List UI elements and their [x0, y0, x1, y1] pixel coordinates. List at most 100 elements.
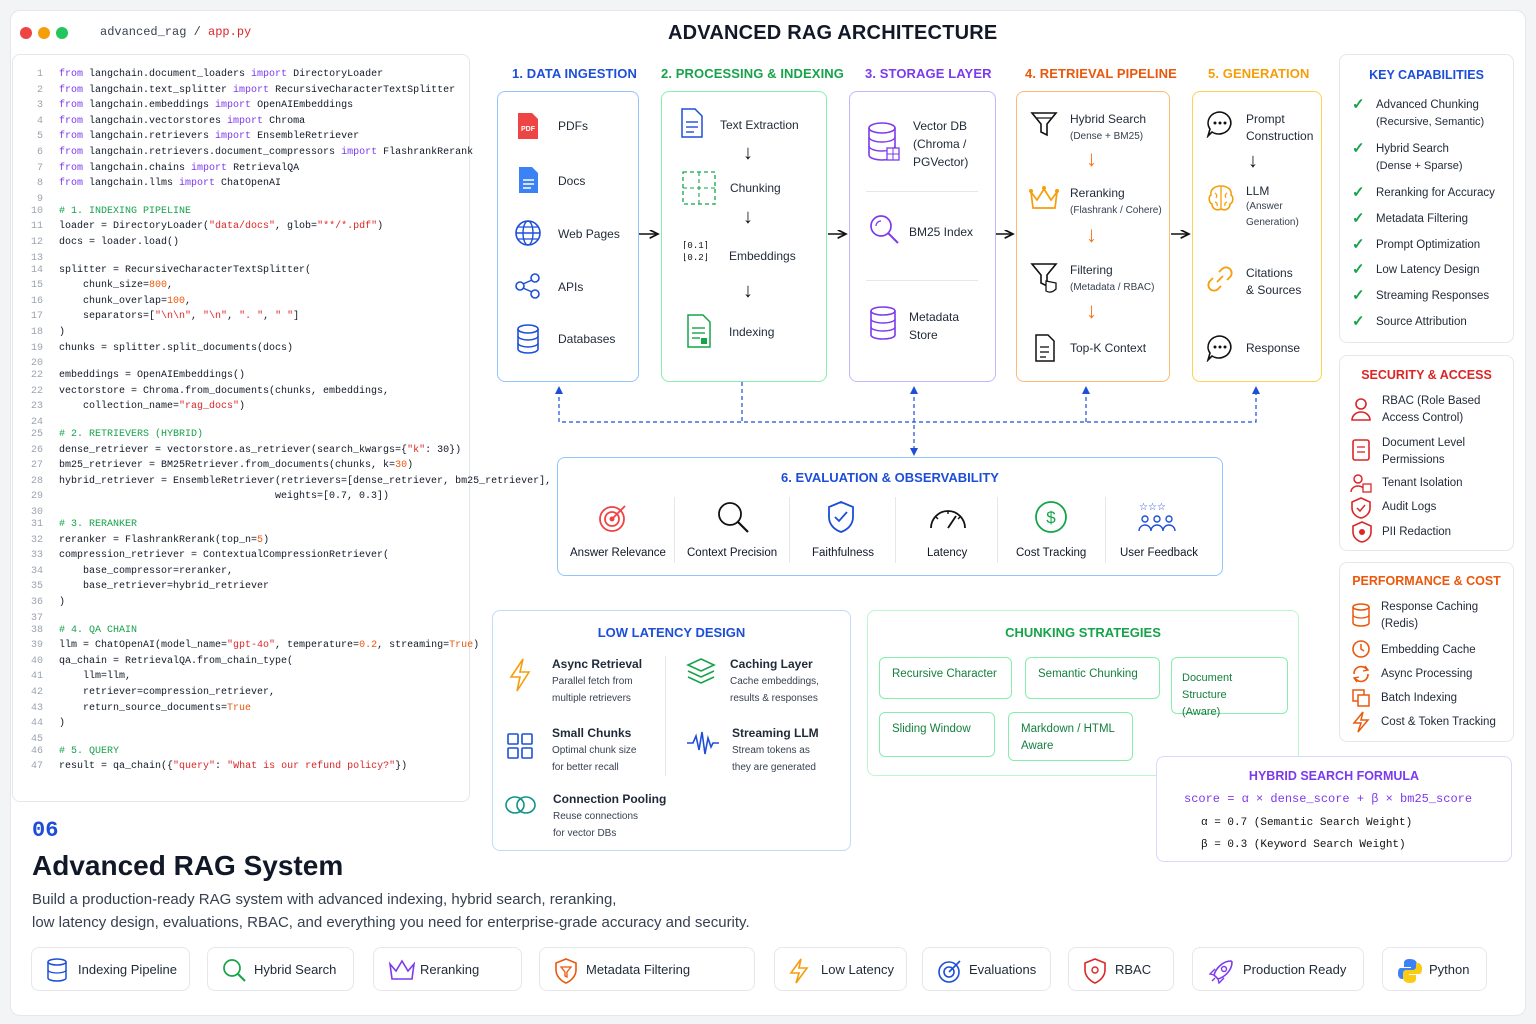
citations-line: Citations	[1246, 266, 1293, 280]
code-line: 41 llm=llm,	[13, 671, 131, 686]
capabilities-panel[interactable]: KEY CAPABILITIES	[1339, 54, 1514, 343]
minimize-dot[interactable]	[38, 27, 50, 39]
tag-label: Hybrid Search	[254, 961, 337, 977]
code-line: 43 return_source_documents=True	[13, 703, 251, 718]
python-icon	[1397, 958, 1423, 987]
indexing-icon	[686, 314, 712, 353]
doc-icon	[518, 166, 540, 199]
chunk-sliding[interactable]: Sliding Window	[879, 712, 995, 757]
file-path: advanced_rag / app.py	[100, 25, 251, 39]
line-number: 20	[30, 358, 43, 370]
line-number: 40	[30, 655, 43, 667]
processing-item: Text Extraction	[720, 118, 799, 132]
line-number: 15	[30, 280, 43, 292]
async-icon	[1351, 664, 1371, 689]
tag-rbac[interactable]: RBAC	[1068, 947, 1174, 991]
divider	[866, 280, 978, 281]
evaluation-panel[interactable]: 6. EVALUATION & OBSERVABILITY	[557, 457, 1223, 576]
tag-reranking[interactable]: Reranking	[373, 947, 522, 991]
code-line: 29 weights=[0.7, 0.3])	[13, 491, 389, 506]
code-line: 23 collection_name="rag_docs")	[13, 401, 245, 416]
chunk-document-structure[interactable]: Document Structure(Aware)	[1171, 657, 1288, 718]
performance-line: (Redis)	[1381, 618, 1419, 630]
processing-item: Indexing	[729, 325, 775, 339]
pdf-icon: PDF	[516, 112, 540, 145]
code-text: from langchain.retrievers import Ensembl…	[59, 131, 360, 143]
capability-item: Reranking for Accuracy	[1376, 185, 1495, 202]
code-line: 42 retriever=compression_retriever,	[13, 687, 275, 702]
eval-item: Latency	[927, 547, 968, 559]
code-text: # 4. QA CHAIN	[59, 624, 138, 636]
stage-ingestion[interactable]	[497, 91, 639, 382]
line-number: 24	[30, 417, 43, 428]
capability-item: Advanced Chunking(Recursive, Semantic)	[1376, 97, 1484, 131]
performance-line: Response Caching	[1381, 601, 1479, 613]
code-text: # 3. RERANKER	[59, 519, 138, 530]
window-controls[interactable]	[20, 26, 74, 44]
arrow-down-icon: ↓	[1086, 222, 1097, 247]
code-text: loader = DirectoryLoader("data/docs", gl…	[59, 221, 384, 233]
globe-icon	[514, 219, 542, 252]
crown-icon	[1028, 184, 1060, 217]
line-number: 7	[36, 162, 43, 174]
bm25-label: BM25 Index	[909, 225, 974, 239]
code-line: 20	[13, 358, 59, 373]
code-text: reranker = FlashrankRerank(top_n=5)	[59, 534, 270, 546]
tag-label: RBAC	[1115, 961, 1152, 977]
code-text: from langchain.llms import ChatOpenAI	[59, 178, 282, 190]
code-text: # 5. QUERY	[59, 745, 120, 757]
reranking-label: Reranking(Flashrank / Cohere)	[1070, 185, 1162, 219]
magnifier-icon	[716, 500, 750, 539]
tag-evaluations[interactable]: Evaluations	[922, 947, 1051, 991]
check-icon: ✓	[1352, 235, 1365, 253]
vector-db-line: (Chroma /	[913, 137, 967, 151]
code-text: from langchain.document_loaders import D…	[59, 69, 384, 80]
stage-generation-title: 5. GENERATION	[1208, 66, 1310, 81]
formula-panel[interactable]: HYBRID SEARCH FORMULA	[1156, 756, 1512, 862]
formula-title: HYBRID SEARCH FORMULA	[1248, 769, 1420, 783]
security-panel[interactable]: SECURITY & ACCESS	[1339, 355, 1514, 551]
low-latency-panel[interactable]: LOW LATENCY DESIGN	[492, 610, 851, 851]
eval-item: Answer Relevance	[570, 547, 666, 559]
line-number: 2	[36, 84, 43, 96]
tag-python[interactable]: Python	[1382, 947, 1487, 991]
line-number: 45	[30, 733, 43, 745]
tag-metadata-filtering[interactable]: Metadata Filtering	[539, 947, 755, 991]
dollar-icon: $	[1034, 500, 1068, 539]
security-title: SECURITY & ACCESS	[1361, 368, 1492, 382]
file-name[interactable]: app.py	[208, 25, 252, 39]
tag-low-latency[interactable]: Low Latency	[774, 947, 907, 991]
maximize-dot[interactable]	[56, 27, 68, 39]
chunk-semantic[interactable]: Semantic Chunking	[1025, 657, 1160, 699]
close-dot[interactable]	[20, 27, 32, 39]
line-number: 39	[30, 640, 43, 652]
stage-retrieval[interactable]	[1016, 91, 1170, 382]
tag-production-ready[interactable]: Production Ready	[1192, 947, 1364, 991]
stage-ingestion-title: 1. DATA INGESTION	[512, 66, 637, 81]
code-text: )	[59, 597, 66, 608]
gauge-icon	[928, 503, 968, 536]
stage-storage[interactable]	[849, 91, 996, 382]
tag-indexing-pipeline[interactable]: Indexing Pipeline	[31, 947, 190, 991]
filtering-label: Filtering(Metadata / RBAC)	[1070, 262, 1154, 296]
chunk-recursive[interactable]: Recursive Character	[879, 657, 1012, 699]
shield-icon	[1083, 958, 1107, 987]
divider	[665, 656, 666, 776]
code-text: vectorstore = Chroma.from_documents(chun…	[59, 385, 390, 397]
code-text: chunks = splitter.split_documents(docs)	[59, 342, 294, 354]
stage-generation[interactable]	[1192, 91, 1322, 382]
line-number: 34	[30, 565, 43, 577]
security-line: Document Level	[1382, 437, 1466, 449]
line-number: 30	[30, 507, 43, 518]
citations-line: & Sources	[1246, 283, 1302, 297]
response-label: Response	[1246, 341, 1301, 355]
tag-hybrid-search[interactable]: Hybrid Search	[207, 947, 354, 991]
tag-label: Evaluations	[969, 961, 1037, 977]
